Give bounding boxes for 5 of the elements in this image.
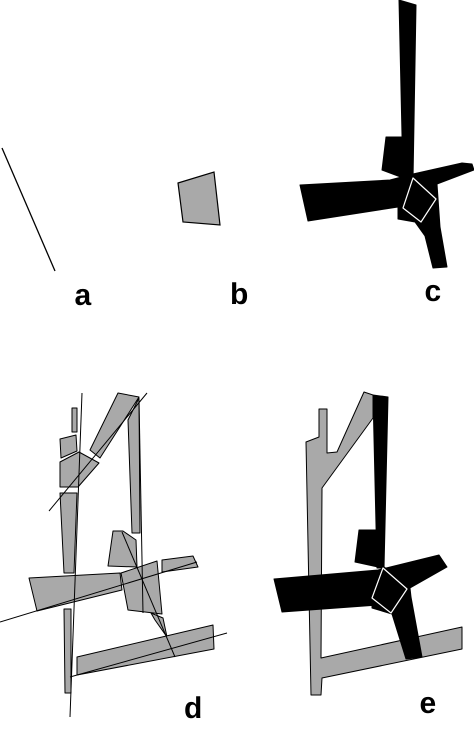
panel-label: a xyxy=(74,281,92,311)
panel-label: c xyxy=(424,277,442,307)
panel-label: e xyxy=(420,689,436,719)
panel-label: d xyxy=(184,694,202,724)
panel-label: b xyxy=(230,280,248,310)
